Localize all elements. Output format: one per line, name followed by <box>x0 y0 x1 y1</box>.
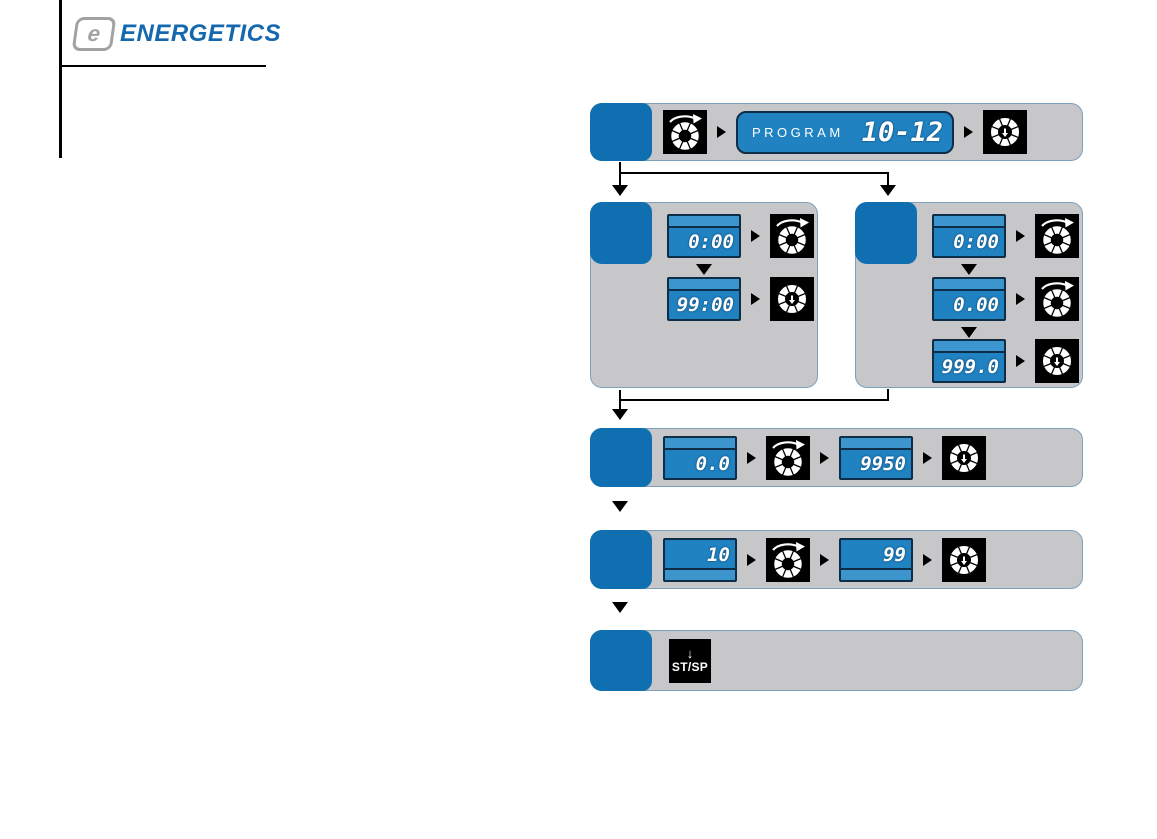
arrow-right-icon <box>964 126 973 138</box>
rotate-dial-icon <box>766 537 810 582</box>
arrow-down-icon <box>961 264 977 275</box>
step-row-start: ↓ ST/SP <box>590 630 1083 691</box>
lcd-strip <box>841 567 911 580</box>
rotate-dial-icon <box>770 214 814 258</box>
lcd-display: 0.00 <box>932 277 1006 321</box>
panel-right: 0:00 <box>855 202 1083 388</box>
brand-name: ENERGETICS <box>120 20 282 47</box>
lcd-value: 0.00 <box>953 294 999 316</box>
step-badge <box>590 630 652 691</box>
arrow-right-icon <box>820 553 829 566</box>
logo-underline-rule <box>59 65 266 67</box>
lcd-strip <box>665 567 735 580</box>
arrow-right-icon <box>751 293 760 305</box>
rotate-dial-icon <box>766 435 810 480</box>
arrow-right-icon <box>747 451 756 464</box>
step-badge <box>590 530 652 589</box>
lcd-value: 10 <box>707 543 730 566</box>
arrow-right-icon <box>923 451 932 464</box>
arrow-down-icon <box>612 501 628 512</box>
arrow-right-icon <box>1016 293 1025 305</box>
connector-line <box>619 162 621 186</box>
lcd-strip <box>669 279 739 291</box>
lcd-value: 99:00 <box>676 294 734 316</box>
lcd-strip <box>934 279 1004 291</box>
arrow-down-icon <box>696 264 712 275</box>
logo-letter: e <box>86 21 102 46</box>
press-dial-icon <box>983 110 1027 154</box>
step-row-program: PROGRAM 10-12 <box>590 103 1083 161</box>
lcd-display: 9950 <box>839 435 913 480</box>
press-dial-icon <box>942 537 986 582</box>
arrow-right-icon <box>717 126 726 138</box>
lcd-display: 99:00 <box>667 277 741 321</box>
rotate-dial-icon <box>1035 277 1079 321</box>
connector-line <box>619 172 889 174</box>
arrow-right-icon <box>923 553 932 566</box>
step-badge <box>855 202 917 264</box>
program-label: PROGRAM <box>752 124 844 140</box>
st-sp-label: ST/SP <box>671 659 709 674</box>
arrow-right-icon <box>751 230 760 242</box>
arrow-down-icon <box>612 602 628 613</box>
press-dial-icon <box>770 277 814 321</box>
connector-line <box>619 390 621 410</box>
lcd-value: 999.0 <box>941 356 999 378</box>
program-value: 10-12 <box>861 116 943 148</box>
down-arrow-glyph: ↓ <box>686 645 694 661</box>
arrow-right-icon <box>820 451 829 464</box>
lcd-display: 999.0 <box>932 339 1006 383</box>
lcd-display: 0:00 <box>667 214 741 258</box>
lcd-strip <box>934 216 1004 228</box>
rotate-dial-icon <box>1035 214 1079 258</box>
connector-line <box>887 389 889 401</box>
step-badge <box>590 103 652 161</box>
press-dial-icon <box>942 435 986 480</box>
lcd-value: 99 <box>883 543 906 566</box>
lcd-strip <box>665 437 735 450</box>
left-margin-rule <box>59 0 62 158</box>
lcd-display: 10 <box>663 537 737 582</box>
arrow-right-icon <box>1016 355 1025 367</box>
step-row-level: 10 99 <box>590 530 1083 589</box>
step-badge <box>590 428 652 487</box>
connector-line <box>619 399 889 401</box>
lcd-strip <box>669 216 739 228</box>
press-dial-icon <box>1035 339 1079 383</box>
step-row-speed: 0.0 9950 <box>590 428 1083 487</box>
lcd-display: 0.0 <box>663 435 737 480</box>
lcd-value: 0.0 <box>695 452 730 475</box>
energetics-e-icon: e <box>71 17 117 51</box>
arrow-down-icon <box>612 185 628 196</box>
arrow-right-icon <box>747 553 756 566</box>
lcd-strip <box>934 341 1004 353</box>
arrow-down-icon <box>612 409 628 420</box>
lcd-display: 0:00 <box>932 214 1006 258</box>
lcd-value: 0:00 <box>953 231 999 253</box>
lcd-value: 9950 <box>860 452 906 475</box>
connector-line <box>887 172 889 186</box>
arrow-down-icon <box>961 327 977 338</box>
arrow-down-icon <box>880 185 896 196</box>
st-sp-button-icon: ↓ ST/SP <box>669 638 711 683</box>
rotate-dial-icon <box>663 110 707 154</box>
lcd-strip <box>841 437 911 450</box>
arrow-right-icon <box>1016 230 1025 242</box>
lcd-value: 0:00 <box>688 231 734 253</box>
lcd-display: 99 <box>839 537 913 582</box>
step-badge <box>590 202 652 264</box>
lcd-display-program: PROGRAM 10-12 <box>736 110 954 154</box>
panel-left: 0:00 <box>590 202 818 388</box>
